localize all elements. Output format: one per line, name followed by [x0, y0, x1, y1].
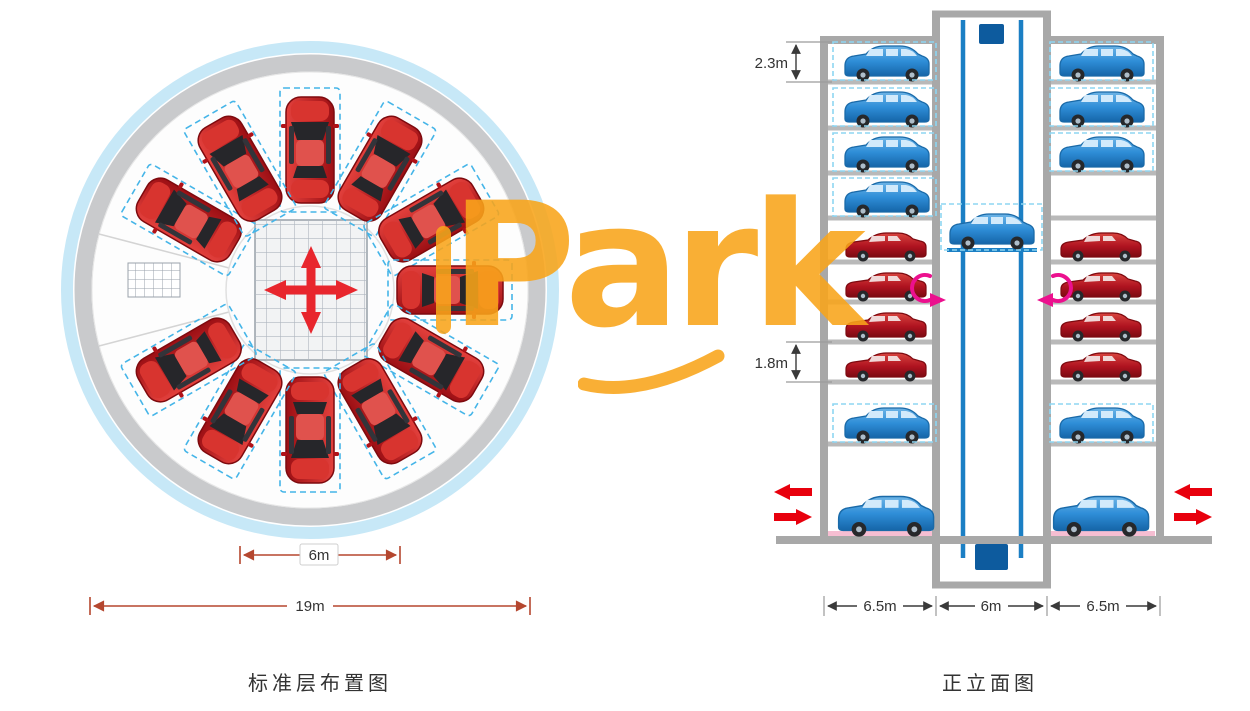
lift-base-block: [975, 544, 1008, 570]
label-6-5m-right: 6.5m: [1086, 598, 1119, 615]
blue-suv: [837, 495, 935, 538]
elevation-view: 2.3m 1.8m 6.5m 6m 6.5m: [755, 10, 1212, 616]
small-grid: [127, 262, 181, 298]
dimension-1-8m: 1.8m: [755, 341, 832, 383]
exit-arrow-left-icon: [774, 484, 812, 500]
entry-arrow-left-icon: [774, 509, 812, 525]
blue-suv: [844, 91, 930, 129]
red-sedan: [1060, 352, 1142, 383]
blue-suv: [1059, 91, 1145, 129]
empty-sector: [98, 233, 230, 347]
blue-suv: [844, 407, 930, 445]
blue-suv: [1059, 136, 1145, 174]
blue-suv: [844, 181, 930, 219]
dimension-bottom: 6.5m 6m 6.5m: [823, 596, 1161, 616]
rotate-left-icon: [910, 273, 932, 303]
elevation-caption: 正立面图: [942, 673, 1038, 695]
plan-view: 6m 19m: [61, 41, 559, 616]
dimension-2-3m: 2.3m: [755, 41, 832, 83]
entry-exit-arrows: [774, 484, 1212, 525]
label-2-3m: 2.3m: [755, 55, 788, 72]
hoist-motor-block: [979, 24, 1004, 44]
red-sedan: [1060, 312, 1142, 343]
dimension-19m: 19m: [89, 595, 531, 616]
bay-highlights: [832, 41, 1154, 443]
red-sedan: [845, 232, 927, 263]
left-car-column: [837, 45, 935, 538]
blue-suv: [844, 136, 930, 174]
red-sedan: [1060, 232, 1142, 263]
exit-arrow-right-icon: [1174, 509, 1212, 525]
label-6m-shaft: 6m: [981, 598, 1002, 615]
blue-suv: [1059, 45, 1145, 83]
label-1-8m: 1.8m: [755, 355, 788, 372]
rotation-arrows: [910, 273, 1073, 307]
entry-arrow-right-icon: [1174, 484, 1212, 500]
cross-arrows-icon: [264, 246, 358, 334]
label-6-5m-left: 6.5m: [863, 598, 896, 615]
label-6m: 6m: [309, 547, 330, 564]
blue-suv: [1052, 495, 1150, 538]
label-19m: 19m: [295, 598, 324, 615]
dimension-6m: 6m: [239, 543, 401, 566]
floor-slabs: [828, 79, 1156, 447]
blue-suv: [1059, 407, 1145, 445]
plan-caption: 标准层布置图: [248, 673, 392, 695]
red-sedan: [1060, 272, 1142, 303]
rotate-right-icon: [1051, 273, 1073, 303]
blue-suv: [844, 45, 930, 83]
entry-floor-strips: [828, 531, 1155, 538]
lift-car-highlight: [940, 203, 1043, 251]
red-sedan: [845, 312, 927, 343]
right-car-column: [1052, 45, 1150, 538]
lift-shaft: [947, 20, 1037, 570]
red-sedan: [845, 352, 927, 383]
